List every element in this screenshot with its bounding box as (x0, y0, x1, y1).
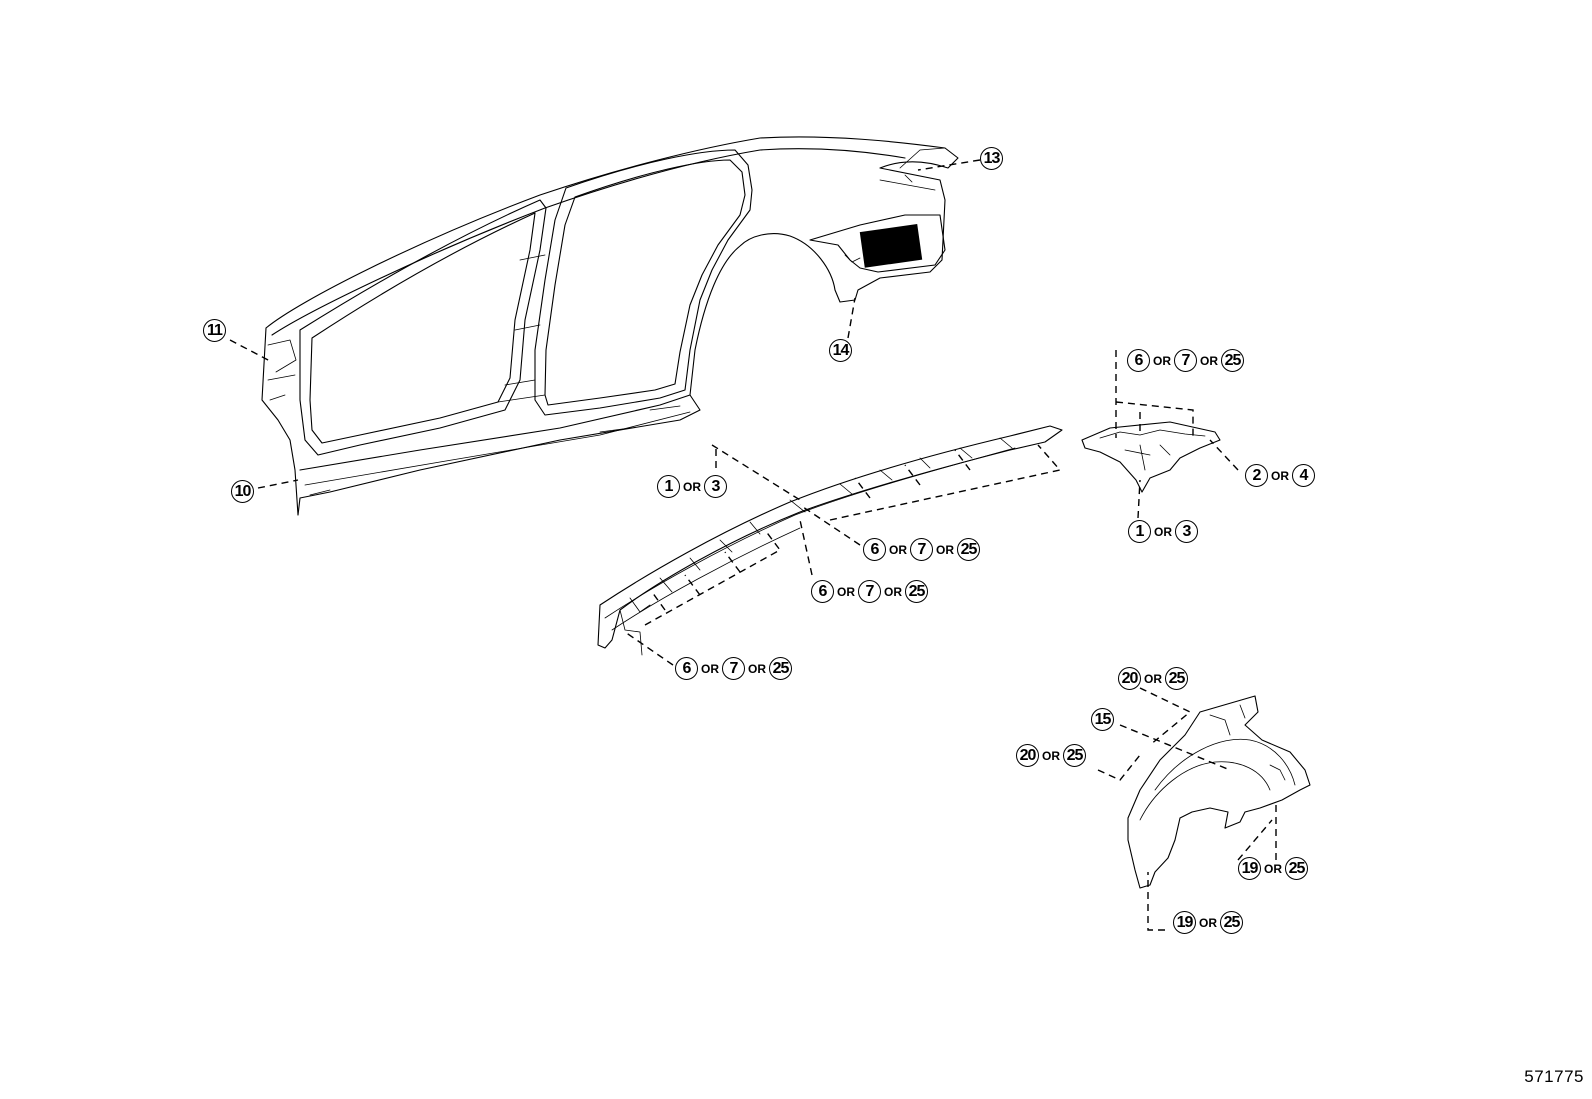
or-label: OR (889, 542, 907, 557)
part-number: 3 (704, 475, 727, 498)
callout-20-or-25-mid: 20 OR 25 (1016, 744, 1086, 767)
callout-15: 15 (1091, 708, 1114, 731)
or-label: OR (683, 479, 701, 494)
part-number: 6 (1127, 349, 1150, 372)
callout-6-or-7-or-25-low: 6 OR 7 OR 25 (675, 657, 792, 680)
callout-19-or-25-bottom: 19 OR 25 (1173, 911, 1243, 934)
part-number: 10 (231, 480, 254, 503)
part-number: 7 (1174, 349, 1197, 372)
or-label: OR (1144, 671, 1162, 686)
or-label: OR (1153, 353, 1171, 368)
part-number: 19 (1238, 857, 1261, 880)
leader-lines (229, 159, 1277, 931)
part-number: 6 (863, 538, 886, 561)
part-number: 25 (1220, 911, 1243, 934)
callout-13: 13 (980, 147, 1003, 170)
or-label: OR (1264, 861, 1282, 876)
reference-number: 571775 (1524, 1067, 1584, 1086)
side-body-panel (261, 136, 959, 516)
part-number: 25 (905, 580, 928, 603)
part-number: 19 (1173, 911, 1196, 934)
or-label: OR (701, 661, 719, 676)
callout-10: 10 (231, 480, 254, 503)
rear-wheel-house (1127, 695, 1311, 889)
part-number: 25 (769, 657, 792, 680)
part-number: 1 (1128, 520, 1151, 543)
or-label: OR (1200, 353, 1218, 368)
part-number: 25 (1285, 857, 1308, 880)
callout-2-or-4: 2 OR 4 (1245, 464, 1315, 487)
callout-6-or-7-or-25-top: 6 OR 7 OR 25 (1127, 349, 1244, 372)
part-number: 25 (1221, 349, 1244, 372)
callout-1-or-3-left: 1 OR 3 (657, 475, 727, 498)
or-label: OR (1154, 524, 1172, 539)
part-number: 13 (980, 147, 1003, 170)
callout-11: 11 (203, 319, 226, 342)
part-number: 6 (675, 657, 698, 680)
part-number: 3 (1175, 520, 1198, 543)
part-number: 7 (910, 538, 933, 561)
part-number: 7 (858, 580, 881, 603)
or-label: OR (1199, 915, 1217, 930)
callout-6-or-7-or-25-mid: 6 OR 7 OR 25 (811, 580, 928, 603)
part-number: 25 (1165, 667, 1188, 690)
callout-6-or-7-or-25-mid-right: 6 OR 7 OR 25 (863, 538, 980, 561)
part-number: 1 (657, 475, 680, 498)
callout-1-or-3-right: 1 OR 3 (1128, 520, 1198, 543)
callout-14: 14 (829, 339, 852, 362)
part-number: 4 (1292, 464, 1315, 487)
part-number: 20 (1016, 744, 1039, 767)
rear-upper-bracket (1081, 421, 1221, 493)
part-number: 25 (957, 538, 980, 561)
part-number: 2 (1245, 464, 1268, 487)
roof-side-rail (597, 425, 1063, 656)
part-number: 25 (1063, 744, 1086, 767)
part-number: 14 (829, 339, 852, 362)
or-label: OR (1271, 468, 1289, 483)
part-number: 20 (1118, 667, 1141, 690)
part-number: 7 (722, 657, 745, 680)
or-label: OR (884, 584, 902, 599)
callout-19-or-25-right: 19 OR 25 (1238, 857, 1308, 880)
part-number: 6 (811, 580, 834, 603)
or-label: OR (936, 542, 954, 557)
callout-20-or-25-top: 20 OR 25 (1118, 667, 1188, 690)
or-label: OR (748, 661, 766, 676)
part-number: 15 (1091, 708, 1114, 731)
or-label: OR (1042, 748, 1060, 763)
part-number: 11 (203, 319, 226, 342)
or-label: OR (837, 584, 855, 599)
